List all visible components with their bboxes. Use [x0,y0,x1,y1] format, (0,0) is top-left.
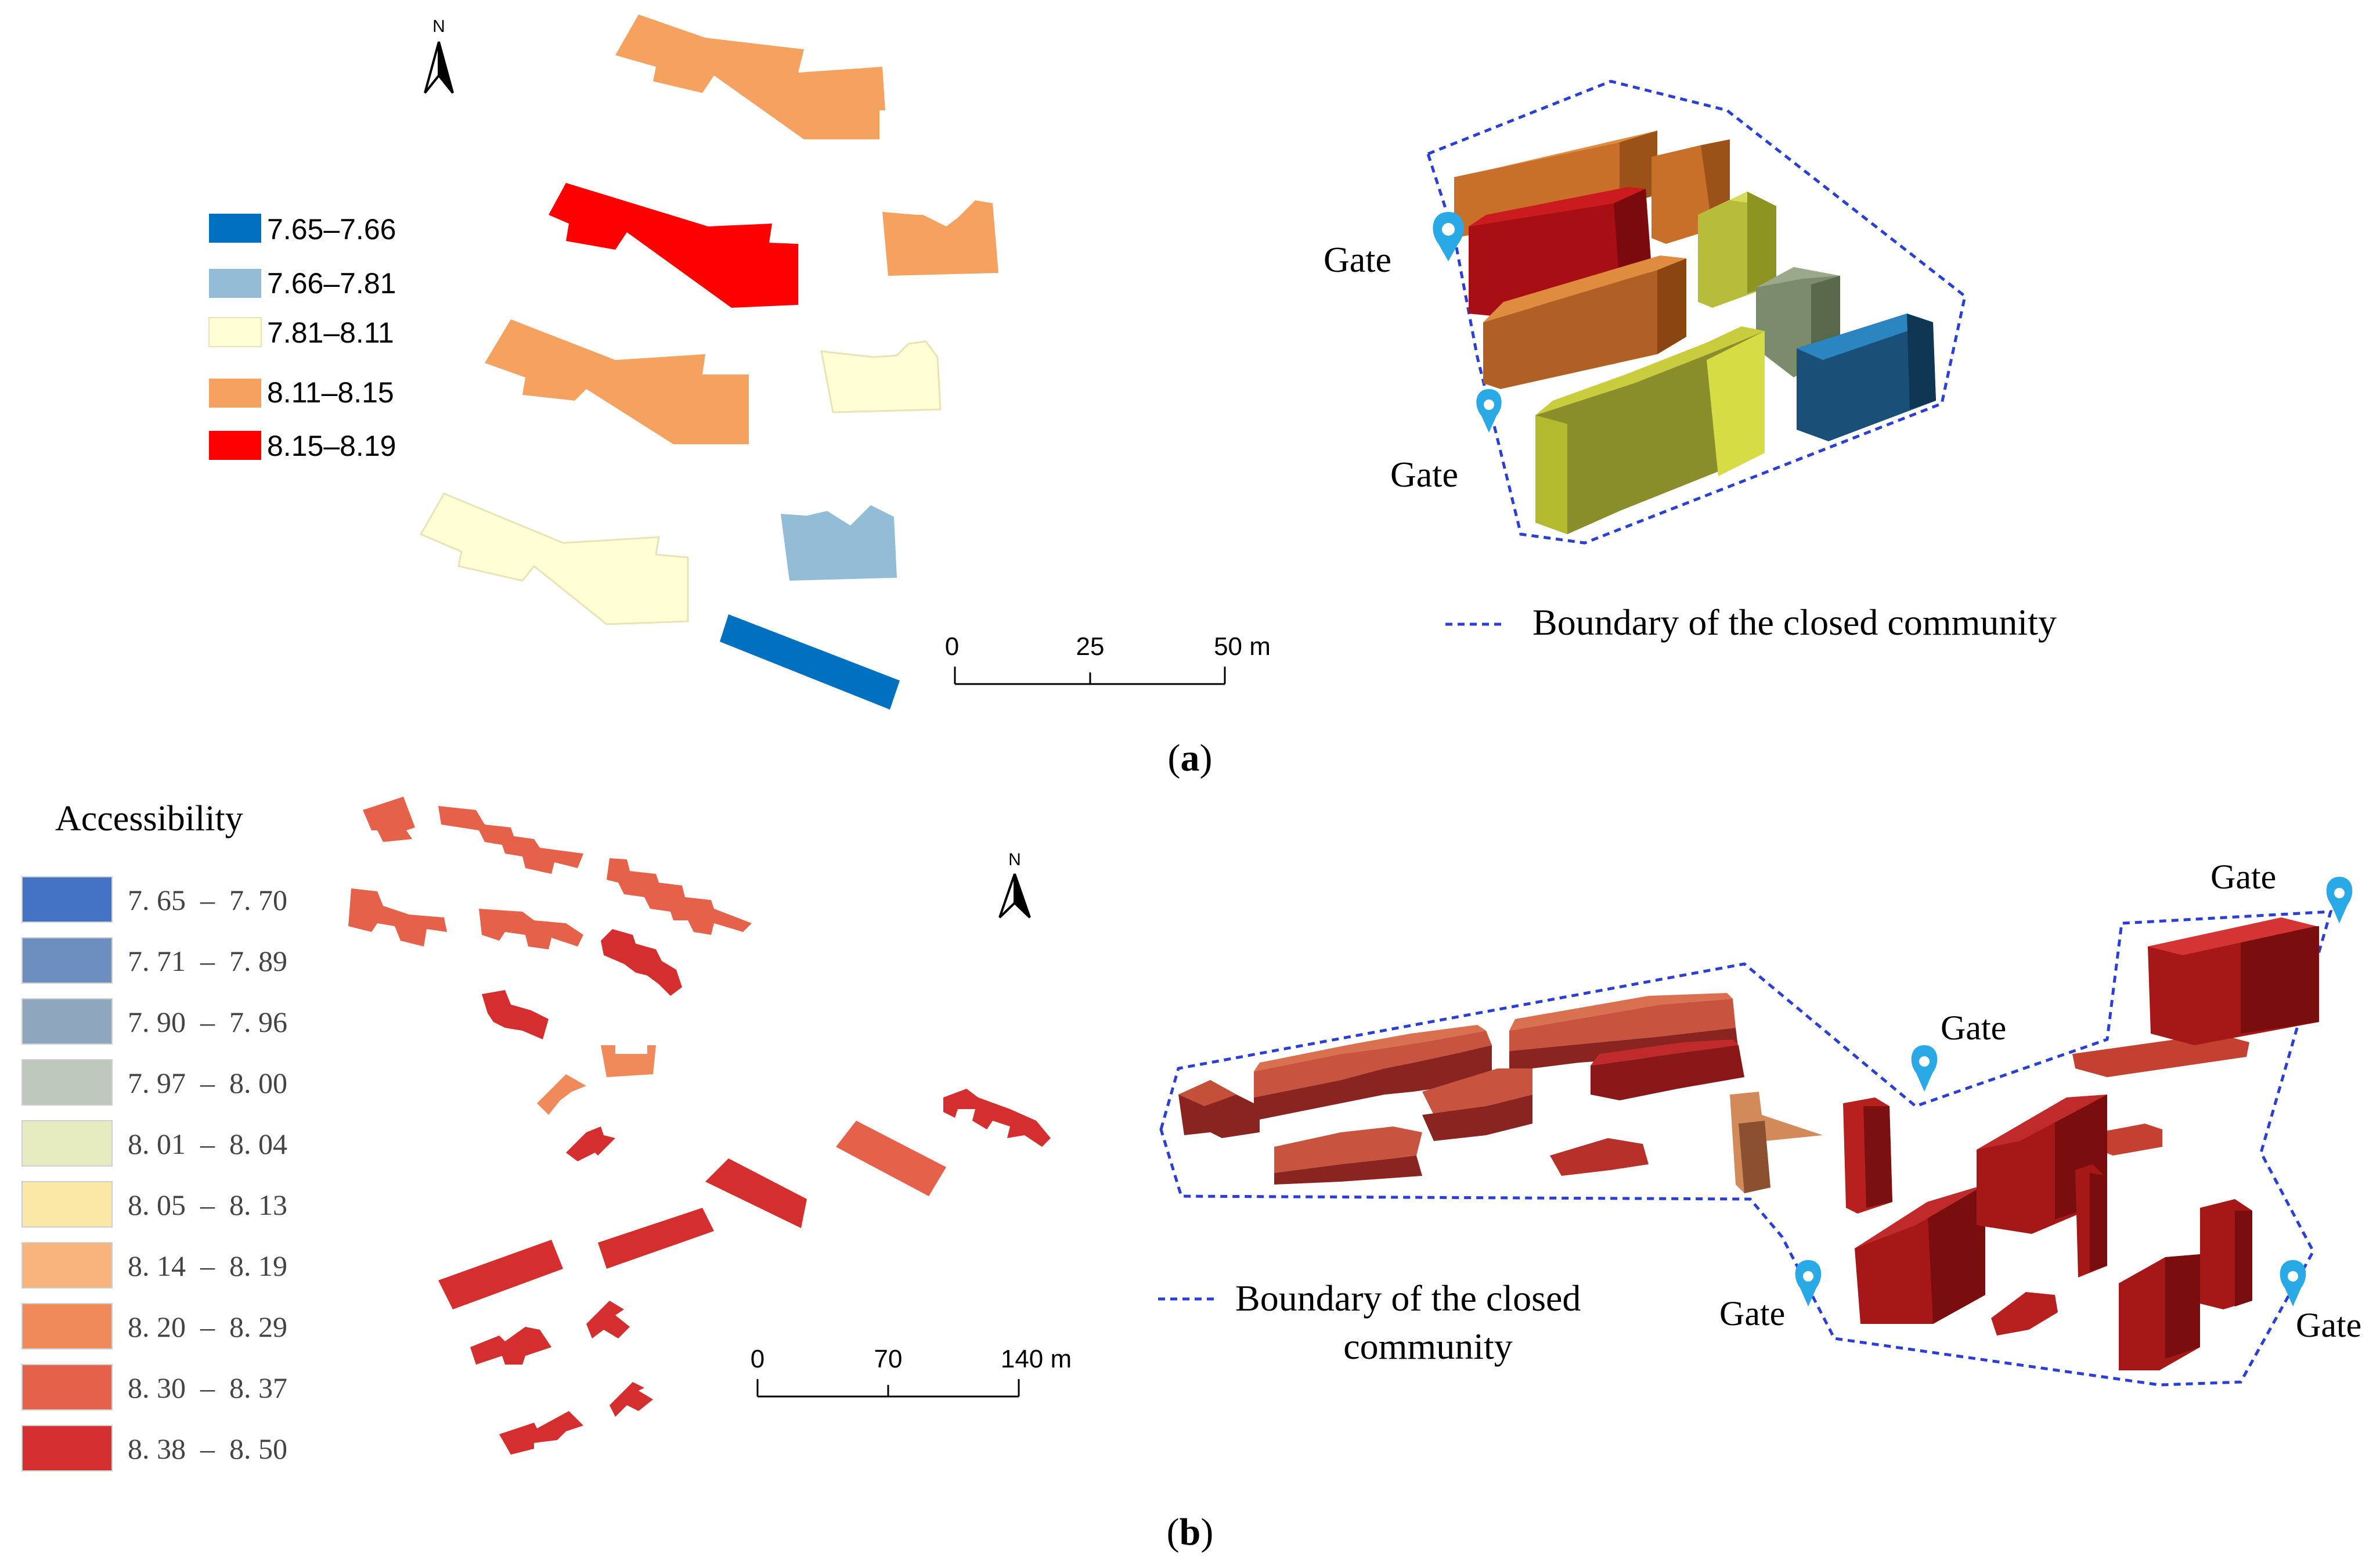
scale-a-tick-0: 0 [945,632,959,661]
legend-a-swatch-1 [209,269,261,298]
gate-label-b4: Gate [2296,1306,2361,1344]
legend-b-label-5: 8. 05 – 8. 13 [128,1189,287,1221]
caption-a: (a) [1168,737,1213,779]
gate-label-a1: Gate [1324,240,1391,280]
legend-b-swatch-0 [21,876,113,923]
legend-b: Accessibility 7. 65 – 7. 70 7. 71 – 7. 8… [21,799,287,1471]
scale-b-tick-1: 70 [874,1345,903,1373]
gate-label-b1: Gate [1941,1009,2006,1047]
building-a2 [549,183,798,308]
legend-a-label-0: 7.65–7.66 [267,213,396,246]
building-b2 [438,806,583,874]
legend-b-label-7: 8. 20 – 8. 29 [128,1311,287,1343]
legend-b-swatch-3 [21,1059,113,1106]
legend-a-label-4: 8.15–8.19 [267,430,396,462]
building-b12 [836,1121,946,1196]
north-arrow-b: N [998,850,1031,919]
legend-b-swatch-4 [21,1120,113,1167]
north-label-b: N [1008,850,1021,869]
building-a1 [615,15,885,139]
building-b16 [586,1301,630,1338]
building-b18 [610,1382,653,1417]
legend-a-swatch-0 [209,214,261,243]
legend-b-label-0: 7. 65 – 7. 70 [128,884,287,916]
gate-marker-b2 [2326,877,2353,923]
building-b1 [363,797,415,842]
building-b9 [537,1074,586,1115]
legend-a-swatch-3 [209,379,261,408]
scale-a-tick-2: 50 m [1214,632,1271,661]
scale-bar-b [756,1379,1020,1398]
scale-b-tick-2: 140 m [1001,1345,1072,1373]
building-b7 [482,990,549,1039]
panel-a-map: N 7.65–7.66 7.66–7.81 7.81–8.11 8.11–8.1… [208,15,1271,710]
legend-a-label-3: 8.11–8.15 [267,376,394,409]
legend-b-label-2: 7. 90 – 7. 96 [128,1006,287,1038]
gate-marker-a2 [1476,389,1502,433]
building-a3 [882,200,998,276]
legend-a-label-2: 7.81–8.11 [267,316,394,349]
legend-b-swatch-9 [21,1425,113,1471]
legend-b-swatch-6 [21,1242,113,1289]
legend-b-swatch-7 [21,1303,113,1349]
legend-b-label-8: 8. 30 – 8. 37 [128,1372,287,1404]
building-b5 [479,909,583,949]
panel-a-3d-view: Gate Gate Boundary of the closed communi… [1324,80,2057,643]
boundary-label-b-line1: Boundary of the closed [1235,1277,1581,1319]
legend-b-label-3: 7. 97 – 8. 00 [128,1067,287,1099]
building-b6 [601,929,682,996]
legend-a-swatch-2 [208,317,262,347]
legend-b-label-4: 8. 01 – 8. 04 [128,1128,287,1160]
building-a5 [820,340,942,413]
building-b10 [566,1126,615,1161]
north-arrow-a: N [424,17,454,94]
buildings-3d-b-left [1178,993,1823,1193]
building-b3 [607,858,752,935]
legend-a-swatch-4 [209,431,261,460]
scale-b-tick-0: 0 [751,1345,765,1373]
panel-b-map: N [348,797,1072,1455]
building-b14 [598,1208,714,1269]
scale-a-tick-1: 25 [1076,632,1105,661]
building-b13 [705,1158,807,1228]
building-b4 [348,888,447,946]
building-b8 [601,1045,656,1077]
legend-b-label-9: 8. 38 – 8. 50 [128,1433,287,1465]
building-b19 [499,1411,583,1455]
building-a7 [781,505,897,581]
legend-a: 7.65–7.66 7.66–7.81 7.81–8.11 8.11–8.15 … [208,213,396,462]
building-a4 [485,319,749,444]
legend-a-label-1: 7.66–7.81 [267,267,396,300]
scale-bar-a [954,667,1226,685]
legend-b-swatch-5 [21,1181,113,1228]
gate-marker-b1 [1911,1045,1938,1092]
gate-label-b2: Gate [2210,858,2276,896]
gate-label-b3: Gate [1719,1294,1785,1333]
gate-marker-a1 [1433,212,1464,261]
building-b15 [438,1240,563,1309]
building-a8 [720,614,900,710]
gate-marker-b4 [2280,1260,2306,1307]
boundary-b [1159,910,2333,1387]
gate-label-a2: Gate [1390,455,1458,495]
building-b17 [470,1327,551,1365]
building-a6 [419,492,689,625]
panel-b-3d-view: Gate Gate Gate Gate Boundary of the clos… [1158,858,2361,1387]
legend-b-title: Accessibility [55,799,243,838]
legend-b-swatch-1 [21,937,113,984]
legend-b-label-6: 8. 14 – 8. 19 [128,1250,287,1282]
north-label: N [432,17,445,36]
boundary-a [1426,80,1967,545]
caption-b: (b) [1167,1511,1214,1553]
boundary-label-a: Boundary of the closed community [1532,602,2057,643]
legend-b-swatch-2 [21,998,113,1045]
building-b11 [943,1089,1051,1147]
buildings-3d-b-right [1843,917,2319,1370]
legend-b-swatch-8 [21,1364,113,1410]
legend-b-label-1: 7. 71 – 7. 89 [128,945,287,977]
gate-marker-b3 [1795,1260,1822,1307]
boundary-label-b-line2: community [1343,1326,1513,1367]
